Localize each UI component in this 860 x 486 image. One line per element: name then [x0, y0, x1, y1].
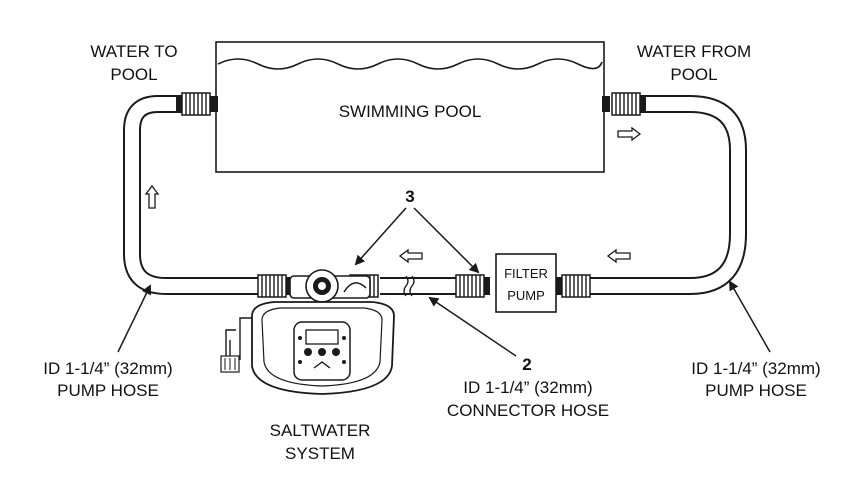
- connector-hose-label-2: CONNECTOR HOSE: [447, 401, 609, 420]
- connector-hose-label-1: ID 1-1/4” (32mm): [463, 378, 592, 397]
- saltwater-label-2: SYSTEM: [285, 444, 355, 463]
- left-hose-label-2: PUMP HOSE: [57, 381, 159, 400]
- pool-inlet-collar: [210, 96, 218, 112]
- pool-label: SWIMMING POOL: [339, 102, 482, 121]
- hose-break-mark: [403, 275, 415, 297]
- saltwater-label-1: SALTWATER: [270, 421, 371, 440]
- pool-outlet-collar: [602, 96, 610, 112]
- left-hose-label-1: ID 1-1/4” (32mm): [43, 359, 172, 378]
- filter-pump-box: [495, 253, 557, 313]
- water-from-pool-label-1: WATER FROM: [637, 42, 751, 61]
- arrow-left-icon: [606, 248, 631, 264]
- filter-pump-label-1: FILTER: [504, 266, 548, 281]
- filter-pump: FILTER PUMP: [495, 253, 557, 313]
- water-from-pool-label-2: POOL: [670, 65, 717, 84]
- water-to-pool-label-1: WATER TO: [90, 42, 177, 61]
- flow-arrows: [144, 126, 642, 264]
- panel-button-icon: [304, 348, 312, 356]
- water-to-pool-label-2: POOL: [110, 65, 157, 84]
- right-hose-label-1: ID 1-1/4” (32mm): [691, 359, 820, 378]
- callout-lines: [117, 207, 771, 357]
- right-hose-label-2: PUMP HOSE: [705, 381, 807, 400]
- arrow-up-icon: [144, 184, 160, 209]
- saltwater-system: [220, 269, 395, 395]
- callout-2: 2: [522, 355, 531, 374]
- filter-pump-label-2: PUMP: [507, 288, 545, 303]
- swimming-pool: SWIMMING POOL: [215, 41, 605, 173]
- arrow-right-icon: [617, 126, 642, 142]
- display-screen: [305, 329, 339, 345]
- callout-3: 3: [405, 187, 414, 206]
- water-surface: [217, 58, 603, 70]
- arrow-left-icon: [398, 248, 423, 264]
